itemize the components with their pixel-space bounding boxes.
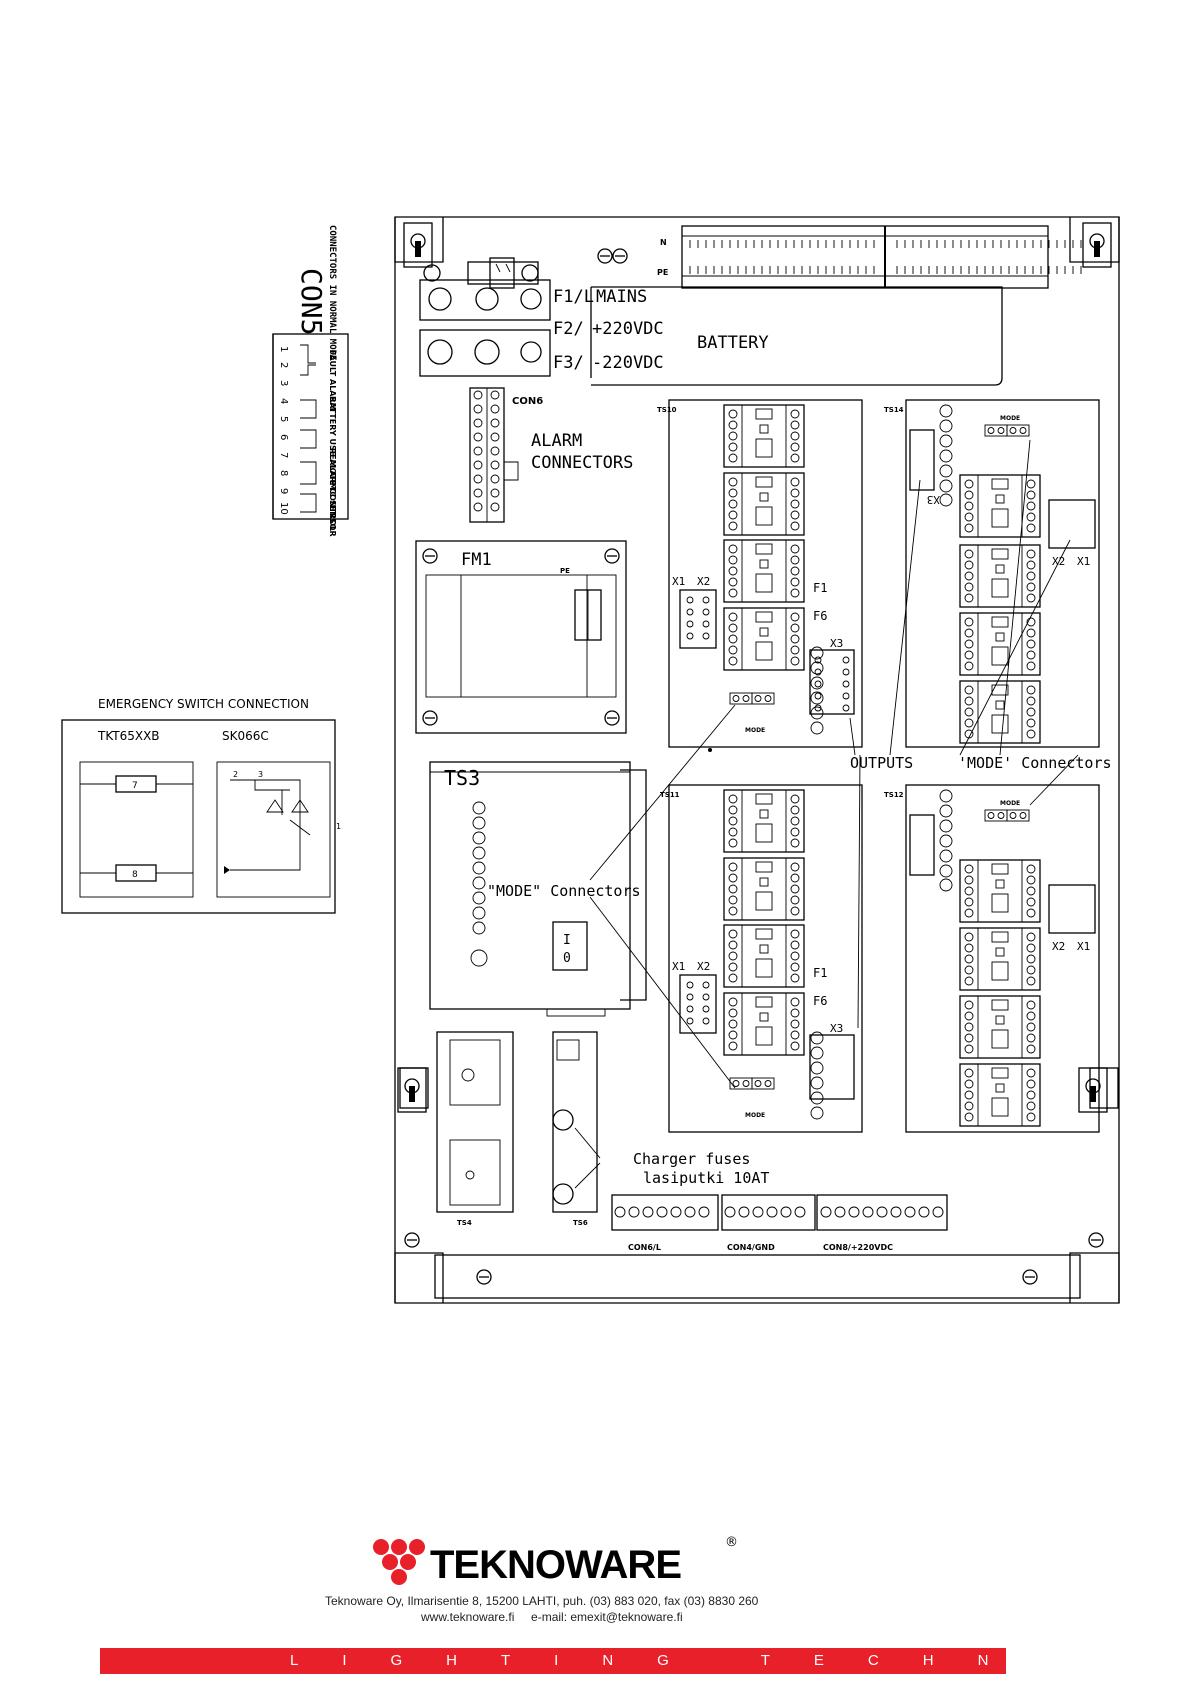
mains-label: MAINS xyxy=(596,287,647,307)
registered-mark: ® xyxy=(725,1535,738,1550)
con5-pin-5: 5 xyxy=(278,416,289,422)
ts12-mode: MODE xyxy=(1000,800,1020,807)
charger-fuses-label: Charger fuses xyxy=(633,1150,750,1168)
con5-title: CON5 xyxy=(295,268,328,335)
brand-name: TEKNOWARE xyxy=(430,1543,681,1587)
mode-connectors-left-label: "MODE" Connectors xyxy=(487,882,641,900)
con5-label-battery: BATTERY USE ALARM xyxy=(328,396,337,491)
ts4-label: TS4 xyxy=(457,1219,472,1227)
logo-mark-icon xyxy=(373,1539,425,1585)
ts14-label: TS14 xyxy=(884,406,904,414)
ts3-label: TS3 xyxy=(444,766,480,790)
ts10-f6: F6 xyxy=(813,609,827,623)
emergency-title: EMERGENCY SWITCH CONNECTION xyxy=(98,697,309,711)
connectors-label: CONNECTORS xyxy=(531,453,633,473)
terminal-rail-top: N PE xyxy=(597,225,1082,289)
fuse-f3-label: F3/ xyxy=(553,353,584,373)
ts6-label: TS6 xyxy=(573,1219,588,1227)
con5-block: CON5 CONNECTORS IN NORMAL MODE 1 2 3 4 5… xyxy=(272,225,349,537)
con5-pin-4: 4 xyxy=(278,398,289,404)
ts3-switch-on: I xyxy=(563,933,571,948)
pin-2: 2 xyxy=(233,770,238,779)
pin-1: 1 xyxy=(336,822,341,831)
ts10-x1: X1 xyxy=(672,575,685,588)
emergency-left-model: TKT65XXB xyxy=(97,729,160,743)
con5-pin-6: 6 xyxy=(278,434,289,440)
con5-pin-9: 9 xyxy=(278,488,289,494)
footer-bar xyxy=(100,1648,1006,1674)
con5-pin-10: 10 xyxy=(278,502,289,515)
con5-pin-8: 8 xyxy=(278,470,289,476)
ts11-x2: X2 xyxy=(697,960,710,973)
con5-label-fault: FAULT ALARM xyxy=(328,350,337,411)
plus220-label: +220VDC xyxy=(592,319,664,339)
outputs-label: OUTPUTS xyxy=(850,754,913,772)
con5-label-remote: REMOTE CONTROL xyxy=(328,448,337,531)
ts14-mode: MODE xyxy=(1000,415,1020,422)
ts6-module: TS6 xyxy=(552,1031,598,1227)
cabinet: N PE F1/L F2/ F3/ MAINS +220VDC -220VDC … xyxy=(394,216,1120,1304)
ts10-label: TS10 xyxy=(657,406,677,414)
ts3-switch-off: 0 xyxy=(563,951,571,966)
emergency-right-model: SK066C xyxy=(222,729,269,743)
con5-subtitle: CONNECTORS IN NORMAL MODE xyxy=(327,225,337,360)
con5-pin-2: 2 xyxy=(278,362,289,368)
ts10-x2: X2 xyxy=(697,575,710,588)
bottom-terminals: CON6/L CON4/GND CON8/+220VDC xyxy=(611,1194,948,1252)
con-l-label: CON6/L xyxy=(628,1243,661,1252)
con5-pin-1: 1 xyxy=(278,346,289,352)
ts11-mode: MODE xyxy=(745,1112,765,1119)
ts12-label: TS12 xyxy=(884,791,904,799)
con-gnd-label: CON4/GND xyxy=(727,1243,775,1252)
ts11-x1: X1 xyxy=(672,960,685,973)
mode-connectors-right-label: 'MODE' Connectors xyxy=(958,754,1112,772)
con5-pin-3: 3 xyxy=(278,380,289,386)
ts11-f1: F1 xyxy=(813,966,827,980)
con5-label-ptc: PTC SENSOR xyxy=(328,480,337,537)
con6-label: CON6 xyxy=(512,396,543,407)
ts14-x1: X1 xyxy=(1077,555,1090,568)
teknoware-logo: TEKNOWARE ® Teknoware Oy, Ilmarisentie 8… xyxy=(325,1535,759,1624)
terminal-8: 8 xyxy=(132,870,138,880)
pin-3: 3 xyxy=(258,770,263,779)
rail-pe-label: PE xyxy=(657,268,668,277)
rail-n-label: N xyxy=(660,238,667,247)
ts11-x3: X3 xyxy=(830,1022,843,1035)
ts10-board: TS10 X1 X2 X3 F1 F6 MODE xyxy=(657,399,863,752)
ts14-x3: X3 xyxy=(927,493,940,506)
fuse-holders xyxy=(419,257,551,377)
fuse-f1-label: F1/L xyxy=(553,287,594,307)
emergency-switch-box: EMERGENCY SWITCH CONNECTION TKT65XXB SK0… xyxy=(61,697,341,914)
footer-tagline: LIGHTING TECHNOLOGY xyxy=(290,1652,1006,1669)
alarm-label: ALARM xyxy=(531,431,582,451)
con5-pin-7: 7 xyxy=(278,452,289,458)
ts12-board: TS12 MODE X1 X2 xyxy=(884,784,1100,1133)
ts4-module: TS4 xyxy=(436,1031,514,1227)
ts10-x3: X3 xyxy=(830,637,843,650)
fuse-f2-label: F2/ xyxy=(553,319,584,339)
terminal-7: 7 xyxy=(132,781,138,791)
ts11-board: TS11 X1 X2 X3 F1 F6 MODE xyxy=(660,784,863,1133)
con-dc-label: CON8/+220VDC xyxy=(823,1243,893,1252)
company-address: Teknoware Oy, Ilmarisentie 8, 15200 LAHT… xyxy=(325,1594,759,1608)
ts3-module: I 0 TS3 xyxy=(429,761,647,1017)
ts12-x2: X2 xyxy=(1052,940,1065,953)
fm1-pe-label: PE xyxy=(560,567,570,575)
leader-lines xyxy=(574,439,1079,1189)
fm1-label: FM1 xyxy=(461,550,492,570)
ts14-board: TS14 MODE X1 X2 X3 xyxy=(884,399,1100,748)
company-web-email: www.teknoware.fi e-mail: emexit@teknowar… xyxy=(420,1610,683,1624)
ts10-mode: MODE xyxy=(745,727,765,734)
con6-block: CON6 xyxy=(469,387,543,523)
ts10-f1: F1 xyxy=(813,581,827,595)
fm1-transformer: FM1 PE xyxy=(415,540,627,734)
battery-label: BATTERY xyxy=(697,333,769,353)
ts11-f6: F6 xyxy=(813,994,827,1008)
ts11-label: TS11 xyxy=(660,791,680,799)
minus220-label: -220VDC xyxy=(592,353,664,373)
charger-glass-label: lasiputki 10AT xyxy=(643,1169,769,1187)
ts12-x1: X1 xyxy=(1077,940,1090,953)
